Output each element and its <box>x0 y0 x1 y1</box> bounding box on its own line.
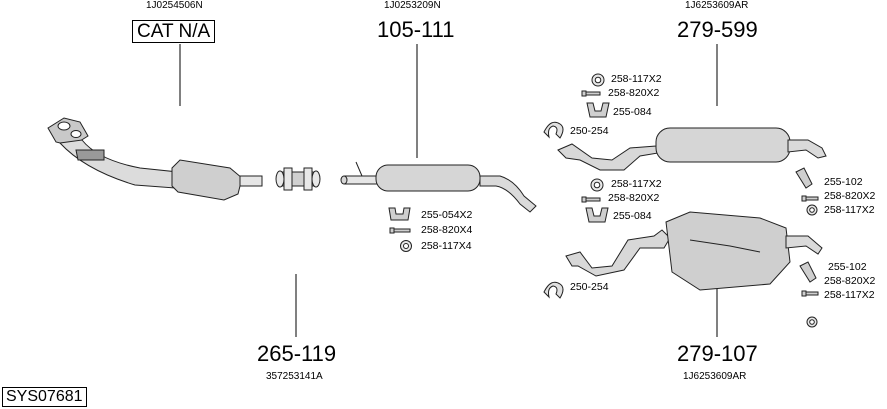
bottom-clamp-icon <box>585 207 609 223</box>
middle-silencer-drawing <box>340 161 537 213</box>
mid-bolt-label: 258-820X4 <box>421 224 473 236</box>
mid-title: 105-111 <box>377 17 455 42</box>
catalytic-converter-drawing <box>47 117 263 201</box>
bottom-right-bolt-label: 258-820X2 <box>824 275 876 287</box>
bottom-bolt-icon <box>581 196 601 203</box>
rear-bottom-code-label: 1J6253609AR <box>683 371 747 382</box>
top-right-nut-icon <box>806 204 818 216</box>
pipe-code-label: 357253141A <box>266 371 323 382</box>
bottom-right-nut-label: 258-117X2 <box>824 289 875 301</box>
bottom-clamp-label: 255-084 <box>613 210 652 222</box>
system-id-box: SYS07681 <box>2 387 87 407</box>
hardware-icons <box>388 73 819 328</box>
top-nut-label: 258-117X2 <box>611 73 662 85</box>
rear-top-title: 279-599 <box>677 17 758 42</box>
rear-silencer-bottom-drawing <box>565 211 823 291</box>
mid-nut-label: 258-117X4 <box>421 240 472 252</box>
top-bolt-label: 258-820X2 <box>608 87 660 99</box>
top-right-nut-label: 258-117X2 <box>824 204 875 216</box>
connecting-pipe-drawing <box>275 167 321 191</box>
top-clamp-icon <box>586 102 610 118</box>
mid-code-label: 1J0253209N <box>384 0 441 11</box>
bottom-gasket-icon <box>543 281 564 299</box>
top-right-bolt-label: 258-820X2 <box>824 190 876 202</box>
top-clamp-label: 255-084 <box>613 106 652 118</box>
mid-bolt-icon <box>389 227 411 234</box>
top-gasket-icon <box>543 121 564 139</box>
top-nut-icon <box>591 73 605 87</box>
bottom-right-hanger-icon <box>799 261 817 283</box>
rear-silencer-top-drawing <box>557 127 827 171</box>
mid-clamp-icon <box>388 207 411 221</box>
cat-code-label: 1J0254506N <box>146 0 203 11</box>
bottom-nut-icon <box>590 178 604 192</box>
bottom-right-nut-icon <box>806 316 818 328</box>
rear-bottom-title: 279-107 <box>677 341 758 366</box>
bottom-gasket-label: 250-254 <box>570 281 609 293</box>
pipe-title: 265-119 <box>257 341 337 366</box>
top-right-hanger-icon <box>795 167 813 189</box>
bottom-right-bolt-icon <box>801 290 819 297</box>
top-right-bolt-icon <box>801 195 819 202</box>
rear-top-code-label: 1J6253609AR <box>685 0 749 11</box>
bottom-right-hanger-label: 255-102 <box>828 261 867 273</box>
top-bolt-icon <box>581 90 601 97</box>
cat-title-box: CAT N/A <box>132 20 216 43</box>
mid-clamp-label: 255-054X2 <box>421 209 473 221</box>
bottom-nut-label: 258-117X2 <box>611 178 662 190</box>
top-right-hanger-label: 255-102 <box>824 176 863 188</box>
top-gasket-label: 250-254 <box>570 125 609 137</box>
bottom-bolt-label: 258-820X2 <box>608 192 660 204</box>
mid-nut-icon <box>400 240 412 252</box>
